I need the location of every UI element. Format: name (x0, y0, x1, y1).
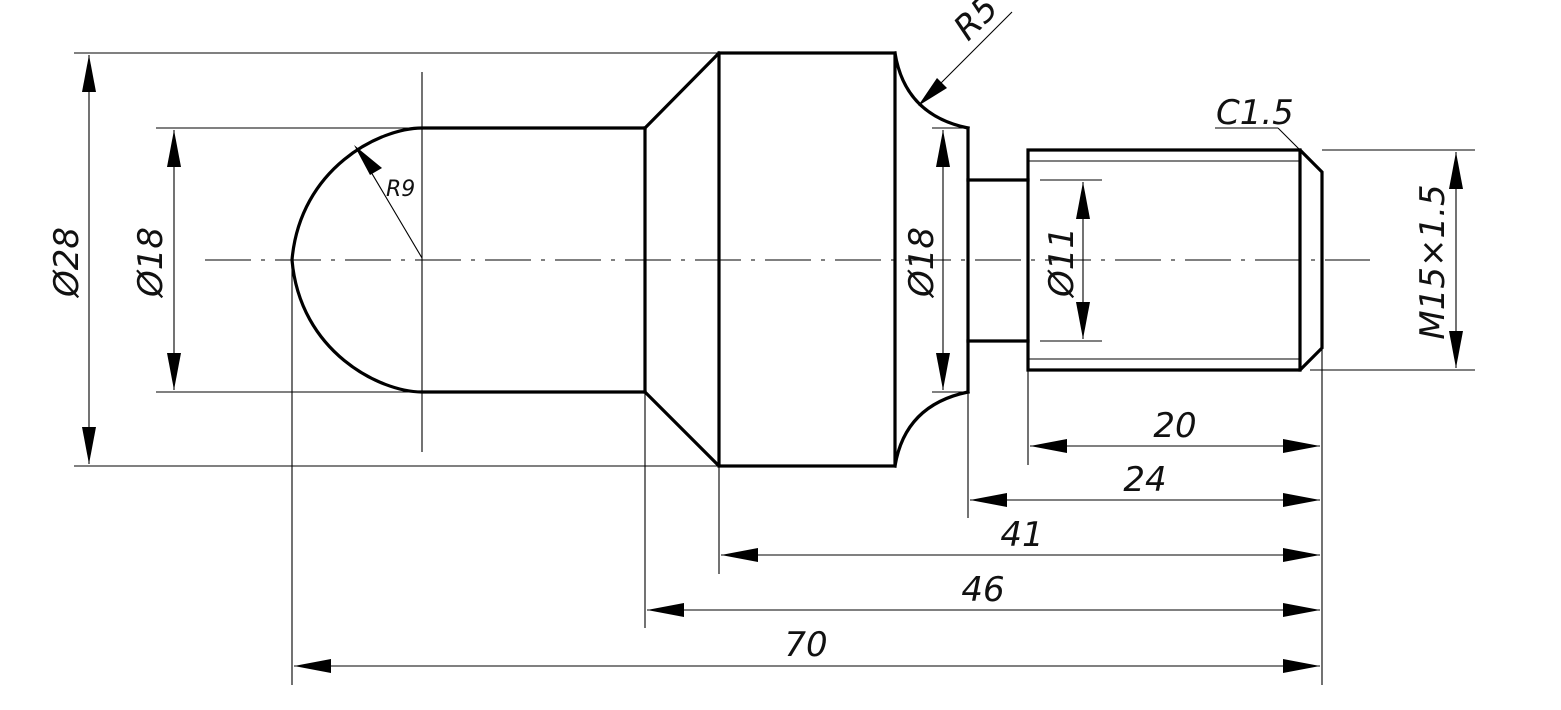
dim-20-arrow-right (1283, 439, 1320, 453)
length-dimensions (294, 439, 1320, 673)
c15-leader (1277, 127, 1311, 161)
dim-d28-arrow-bottom (82, 427, 96, 464)
fillet-top (893, 51, 970, 130)
collar-body (717, 51, 897, 468)
dim-24-arrow-right (1283, 493, 1320, 507)
dim-thread-arrow-bottom (1449, 331, 1463, 368)
label-r5: R5 (946, 0, 1006, 48)
label-20: 20 (1153, 406, 1196, 446)
dim-41-arrow-left (721, 548, 758, 562)
centerlines (205, 72, 1370, 452)
r9-leader-arrow (354, 145, 382, 175)
dim-d28-arrow-top (82, 55, 96, 92)
dim-d18-arrow-bottom (167, 353, 181, 390)
dim-d18r-arrow-bottom (936, 353, 950, 390)
fillet-bottom (893, 390, 970, 468)
label-70: 70 (784, 625, 827, 665)
label-d18-left: Ø18 (131, 227, 171, 299)
label-d28: Ø28 (47, 227, 87, 299)
label-46: 46 (961, 570, 1004, 610)
dim-thread-arrow-top (1449, 152, 1463, 189)
label-c15: C1.5 (1216, 93, 1294, 133)
r5-leader-arrow (918, 78, 947, 106)
dim-41-arrow-right (1283, 548, 1320, 562)
dim-d18r-arrow-top (936, 130, 950, 167)
extension-lines (74, 52, 1475, 685)
diameter-dimensions (82, 55, 1463, 464)
dim-d11-arrow-top (1076, 182, 1090, 219)
dimension-labels: Ø28 Ø18 Ø18 Ø11 M15×1.5 R9 R5 C1.5 20 24… (47, 0, 1453, 665)
taper-bottom (642, 389, 722, 469)
taper-top (642, 50, 722, 131)
dim-24-arrow-left (970, 493, 1007, 507)
label-thread: M15×1.5 (1413, 184, 1453, 339)
label-r9: R9 (386, 177, 415, 202)
label-d18-right: Ø18 (902, 227, 942, 299)
label-41: 41 (1000, 515, 1043, 555)
dome-cylinder-outline (290, 126, 647, 394)
dim-70-arrow-right (1283, 659, 1320, 673)
dim-d18-arrow-top (167, 130, 181, 167)
label-d11: Ø11 (1042, 227, 1082, 299)
dim-20-arrow-left (1030, 439, 1067, 453)
dim-46-arrow-left (647, 603, 684, 617)
dim-46-arrow-right (1283, 603, 1320, 617)
dim-70-arrow-left (294, 659, 331, 673)
dim-d11-arrow-bottom (1076, 302, 1090, 339)
leaders (354, 11, 1311, 259)
label-24: 24 (1123, 460, 1166, 500)
